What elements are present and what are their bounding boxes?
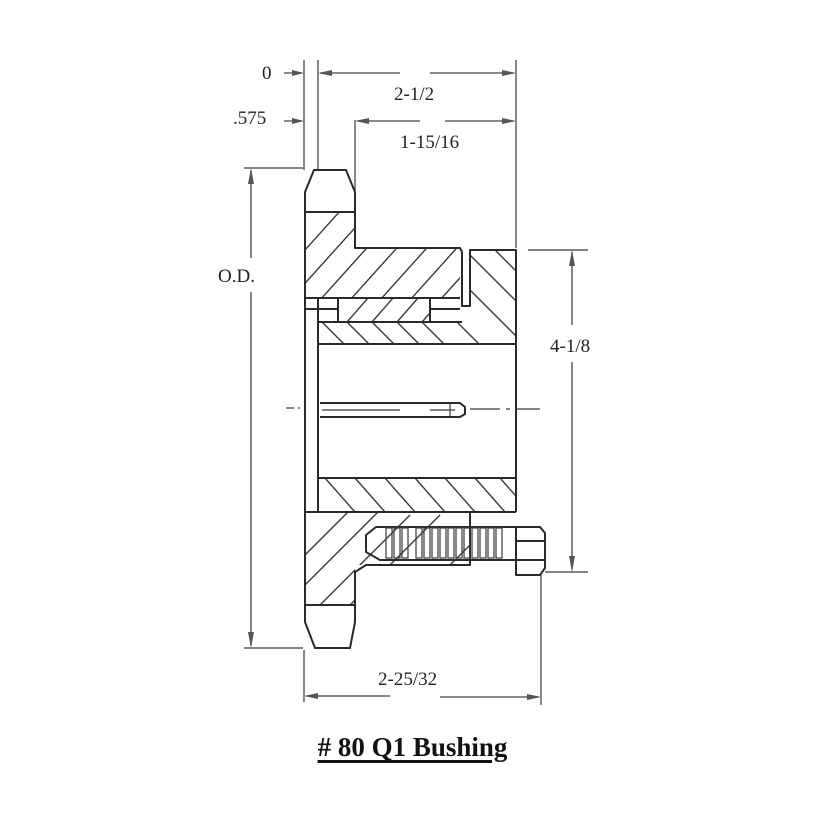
screw-thread <box>385 527 503 559</box>
dimension-lines <box>248 70 575 700</box>
label-hub-diameter: 4-1/8 <box>550 336 590 357</box>
extension-lines <box>244 60 588 705</box>
drawing-title: # 80 Q1 Bushing <box>0 732 825 763</box>
label-overall-length: 2-25/32 <box>378 669 437 690</box>
part-outline <box>286 169 540 649</box>
label-origin: 0 <box>262 63 272 84</box>
dimension-labels: 0 .575 2-1/2 1-15/16 O.D. 4-1/8 2-25/32 <box>218 63 590 690</box>
label-bushing-length: 1-15/16 <box>400 132 459 153</box>
label-outer-diameter: O.D. <box>218 266 255 287</box>
set-screw <box>365 526 546 576</box>
label-offset: .575 <box>233 108 266 129</box>
label-hub-length: 2-1/2 <box>394 84 434 105</box>
drawing-title-text: # 80 Q1 Bushing <box>317 732 508 762</box>
